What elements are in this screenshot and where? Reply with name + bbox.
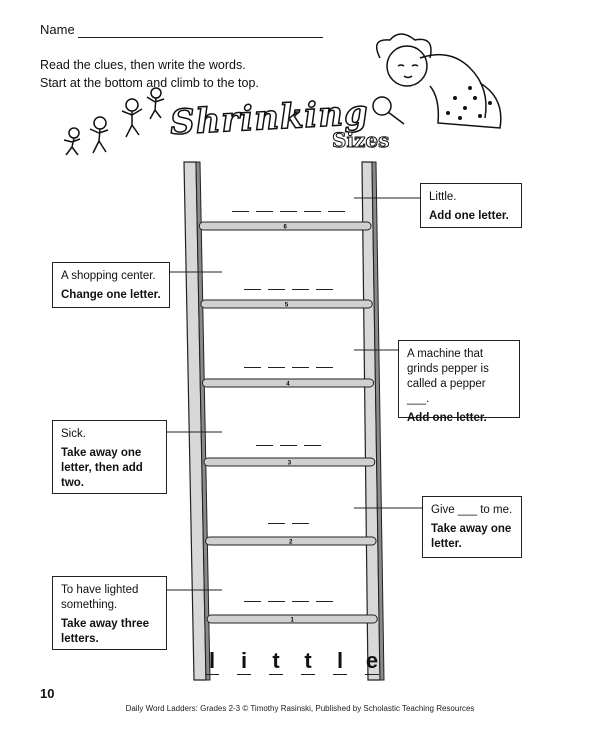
rung-number: 6 (283, 225, 287, 231)
letter-blank[interactable] (267, 366, 285, 368)
rule-text: Take away one letter. (431, 523, 512, 550)
rung-number: 4 (286, 382, 290, 388)
clue-text: A machine that grinds pepper is called a… (407, 348, 489, 405)
answer-blanks[interactable] (231, 210, 345, 212)
name-label: Name (40, 22, 75, 37)
running-kids-illustration (63, 87, 165, 156)
clue-text: A shopping center. (61, 270, 156, 282)
start-letter: i (237, 648, 251, 675)
answer-blanks[interactable] (267, 522, 309, 524)
name-field[interactable] (78, 37, 323, 38)
rung-number: 5 (285, 303, 289, 309)
start-word: l i t t l e (205, 648, 379, 675)
rung-number: 3 (288, 461, 292, 467)
letter-blank[interactable] (267, 522, 285, 524)
footer-credit: Daily Word Ladders: Grades 2-3 © Timothy… (125, 704, 475, 713)
answer-blanks[interactable] (243, 366, 333, 368)
clue-box-5: A shopping center. Change one letter. (52, 262, 170, 308)
clue-box-1: To have lighted something. Take away thr… (52, 576, 167, 650)
letter-blank[interactable] (279, 444, 297, 446)
letter-blank[interactable] (315, 600, 333, 602)
letter-blank[interactable] (267, 288, 285, 290)
start-letter: l (205, 648, 219, 675)
start-letter: e (365, 648, 379, 675)
letter-blank[interactable] (291, 522, 309, 524)
letter-blank[interactable] (291, 288, 309, 290)
rule-text: Take away one letter, then add two. (61, 447, 143, 489)
clue-text: Sick. (61, 428, 86, 440)
answer-blanks[interactable] (255, 444, 321, 446)
letter-blank[interactable] (255, 444, 273, 446)
letter-blank[interactable] (315, 288, 333, 290)
ladder-rung (205, 536, 377, 546)
letter-blank[interactable] (291, 366, 309, 368)
clue-box-6: Little. Add one letter. (420, 183, 522, 228)
letter-blank[interactable] (243, 366, 261, 368)
instruction-line-2: Start at the bottom and climb to the top… (40, 76, 259, 90)
worksheet-subtitle: Sizes (331, 128, 390, 153)
rung-number: 1 (291, 618, 295, 624)
clue-connector-lines (167, 197, 422, 591)
letter-blank[interactable] (279, 210, 297, 212)
letter-blank[interactable] (255, 210, 273, 212)
rule-text: Add one letter. (429, 210, 509, 222)
rule-text: Add one letter. (407, 412, 487, 424)
rung-number: 2 (289, 540, 293, 546)
ladder-rung (201, 378, 375, 388)
letter-blank[interactable] (303, 444, 321, 446)
letter-blank[interactable] (243, 600, 261, 602)
clue-text: Little. (429, 191, 457, 203)
ladder-rung (200, 299, 373, 309)
start-letter: t (301, 648, 315, 675)
girl-with-magnifier-illustration (372, 33, 502, 129)
page-number: 10 (40, 686, 55, 701)
clue-box-4: A machine that grinds pepper is called a… (398, 340, 520, 424)
start-letter: t (269, 648, 283, 675)
clue-box-2: Give ___ to me. Take away one letter. (422, 496, 522, 558)
instruction-line-1: Read the clues, then write the words. (40, 58, 246, 72)
letter-blank[interactable] (303, 210, 321, 212)
clue-text: Give ___ to me. (431, 504, 513, 516)
instructions: Read the clues, then write the words. St… (40, 56, 259, 92)
letter-blank[interactable] (243, 288, 261, 290)
letter-blank[interactable] (327, 210, 345, 212)
ladder-rung (203, 457, 376, 467)
letter-blank[interactable] (315, 366, 333, 368)
rule-text: Take away three letters. (61, 618, 150, 645)
letter-blank[interactable] (291, 600, 309, 602)
letter-blank[interactable] (231, 210, 249, 212)
clue-box-3: Sick. Take away one letter, then add two… (52, 420, 167, 494)
rule-text: Change one letter. (61, 289, 161, 301)
letter-blank[interactable] (267, 600, 285, 602)
answer-blanks[interactable] (243, 288, 333, 290)
ladder-rung (198, 221, 372, 231)
ladder-rails (183, 161, 385, 681)
ladder-rung (206, 614, 378, 624)
clue-text: To have lighted something. (61, 584, 139, 611)
answer-blanks[interactable] (243, 600, 333, 602)
start-letter: l (333, 648, 347, 675)
